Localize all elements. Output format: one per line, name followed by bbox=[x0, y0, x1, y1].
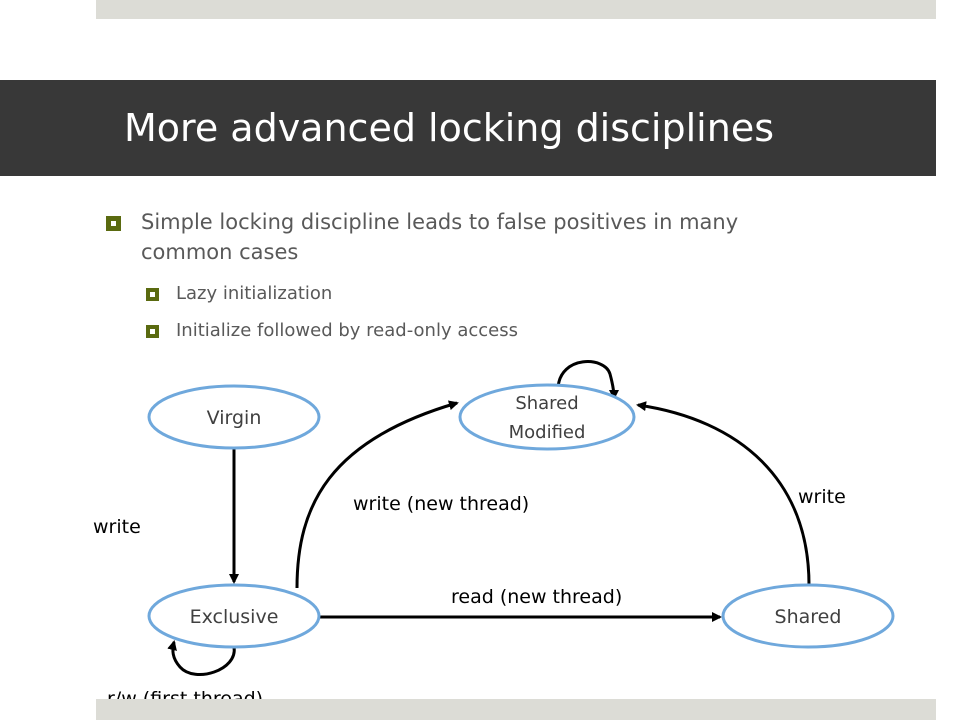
state-shared-modified-label-line1: Shared bbox=[515, 393, 578, 414]
state-exclusive-label: Exclusive bbox=[190, 606, 279, 628]
bullet-square-icon bbox=[146, 288, 159, 301]
bullet-main: Simple locking discipline leads to false… bbox=[104, 207, 738, 267]
label-exclusive-to-shared: read (new thread) bbox=[451, 586, 622, 608]
arrow-exclusive-self-loop bbox=[167, 640, 236, 677]
sub-bullet-text: Initialize followed by read-only access bbox=[176, 320, 518, 341]
state-virgin bbox=[147, 384, 321, 450]
state-shared-modified bbox=[458, 383, 636, 451]
sub-bullet-read-only: Initialize followed by read-only access bbox=[146, 318, 518, 344]
arrow-shared-to-shared-modified bbox=[636, 401, 811, 586]
label-shared-to-shared-modified: write bbox=[798, 486, 846, 508]
arrow-shared-modified-self-loop bbox=[556, 360, 619, 400]
sub-bullet-text: Lazy initialization bbox=[176, 283, 333, 304]
state-virgin-label: Virgin bbox=[207, 407, 262, 429]
state-shared-modified-label-line2: Modified bbox=[509, 422, 586, 443]
bullet-main-line2: common cases bbox=[141, 240, 299, 264]
slide-title: More advanced locking disciplines bbox=[124, 106, 774, 150]
label-virgin-to-exclusive: write bbox=[93, 516, 141, 538]
bullet-square-icon bbox=[146, 325, 159, 338]
label-exclusive-to-shared-modified: write (new thread) bbox=[353, 493, 529, 515]
sub-bullet-lazy-init: Lazy initialization bbox=[146, 281, 332, 307]
state-shared-label: Shared bbox=[775, 606, 842, 628]
bullet-main-line1: Simple locking discipline leads to false… bbox=[141, 210, 739, 234]
state-shared bbox=[721, 583, 895, 649]
title-band bbox=[0, 80, 936, 176]
arrow-exclusive-to-shared-modified bbox=[295, 400, 459, 589]
top-accent-bar bbox=[96, 0, 936, 19]
bullet-square-icon bbox=[106, 216, 121, 231]
state-exclusive bbox=[147, 583, 321, 649]
bottom-accent-bar bbox=[96, 699, 936, 720]
